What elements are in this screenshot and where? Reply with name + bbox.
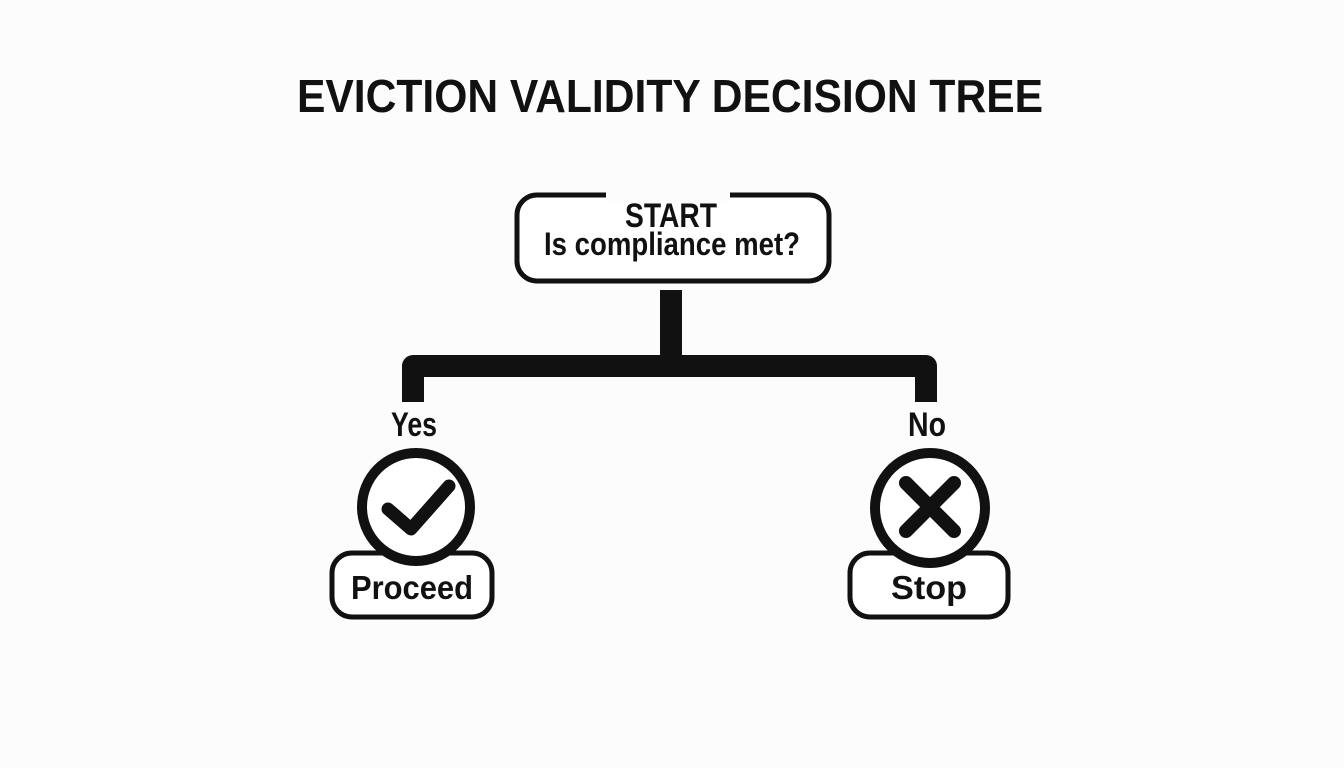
connector-branch-bar [402,355,937,402]
branch-label-no: No [908,406,946,444]
proceed-label: Proceed [351,569,473,606]
check-icon [381,479,456,536]
page-title: EVICTION VALIDITY DECISION TREE [297,70,1043,122]
start-question: Is compliance met? [544,226,800,262]
start-node: START Is compliance met? [514,188,832,284]
x-icon [899,476,961,538]
branch-yes: Yes Proceed [329,406,495,620]
branch-no: No Stop [847,406,1011,620]
start-label: START [625,197,717,235]
stop-label: Stop [891,569,967,606]
start-box-border-gap [606,188,730,203]
check-circle [357,448,475,566]
branch-label-yes: Yes [391,406,437,444]
connector-stem [660,290,682,368]
